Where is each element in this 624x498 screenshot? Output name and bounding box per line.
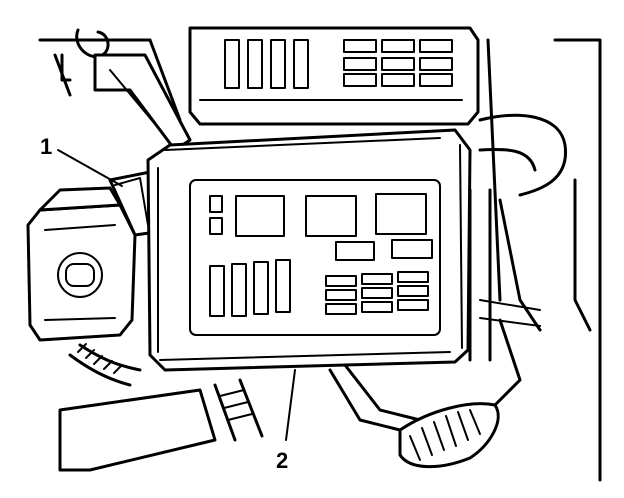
callout-number-2: 2 bbox=[276, 448, 289, 473]
upper-relay-housing bbox=[188, 26, 480, 126]
left-connector bbox=[26, 168, 172, 342]
fuse-block bbox=[146, 128, 472, 372]
lower-harness bbox=[58, 318, 522, 472]
callout-2-leader bbox=[285, 369, 296, 441]
callout-1-leader bbox=[57, 149, 123, 187]
upper-left-bracket bbox=[38, 28, 192, 152]
callout-number-1: 1 bbox=[40, 134, 53, 159]
right-hose bbox=[468, 38, 602, 482]
